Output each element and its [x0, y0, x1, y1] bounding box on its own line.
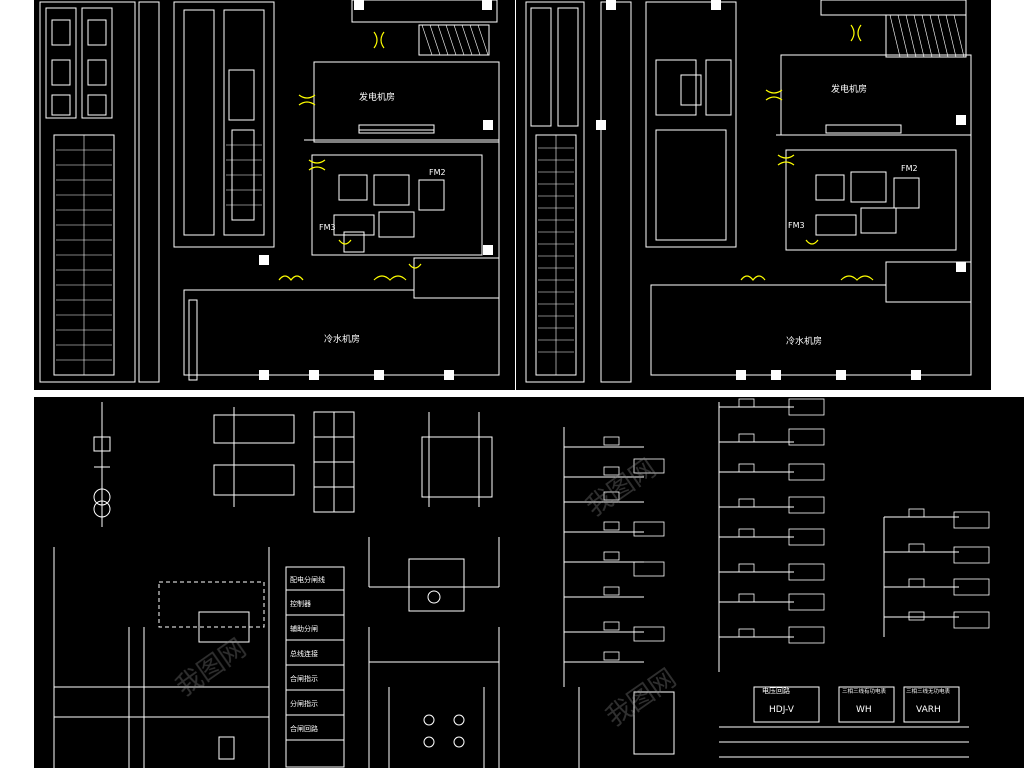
label-fm2: FM2 — [429, 168, 446, 177]
meter-3: VARH — [916, 705, 941, 715]
meter-title-3: 三相三线无功电表 — [906, 687, 951, 695]
meter-title-1: 电压回路 — [762, 686, 790, 695]
floor-plan-drawing-right: 发电机房 冷水机房 FM2 FM3 — [525, 0, 972, 383]
meter-1: HDJ-V — [769, 705, 795, 715]
meter-2: WH — [856, 705, 872, 715]
legend-row-5: 合闸指示 — [290, 674, 318, 683]
electrical-schematic-drawing: 配电分闸线 控制器 辅助分闸 总线连接 合闸指示 分闸指示 合闸回路 电压回路 … — [53, 398, 990, 768]
legend-row-3: 辅助分闸 — [290, 624, 318, 633]
top-right-floor-plan: 发电机房 冷水机房 FM2 FM3 — [516, 0, 991, 390]
room-label-chiller: 冷水机房 — [786, 335, 822, 347]
floor-plan-drawing-left: 发电机房 冷水机房 FM2 FM3 — [39, 0, 500, 383]
legend-row-7: 合闸回路 — [290, 724, 318, 733]
room-label-generator: 发电机房 — [359, 91, 395, 103]
watermark: 我图网 — [171, 633, 252, 702]
legend-row-2: 控制器 — [290, 599, 311, 608]
watermark: 我图网 — [581, 453, 662, 522]
label-fm2: FM2 — [901, 164, 918, 173]
top-left-floor-plan: 发电机房 冷水机房 FM2 FM3 — [34, 0, 515, 390]
bottom-schematic-panel: 配电分闸线 控制器 辅助分闸 总线连接 合闸指示 分闸指示 合闸回路 电压回路 … — [34, 397, 1024, 768]
legend-row-1: 配电分闸线 — [290, 575, 325, 584]
meter-title-2: 三相三线有功电表 — [842, 687, 887, 695]
label-fm3: FM3 — [788, 221, 805, 230]
room-label-generator: 发电机房 — [831, 83, 867, 95]
label-fm3: FM3 — [319, 223, 336, 232]
room-label-chiller: 冷水机房 — [324, 333, 360, 345]
legend-row-6: 分闸指示 — [290, 699, 318, 708]
legend-row-4: 总线连接 — [290, 649, 318, 658]
watermark: 我图网 — [601, 663, 682, 732]
